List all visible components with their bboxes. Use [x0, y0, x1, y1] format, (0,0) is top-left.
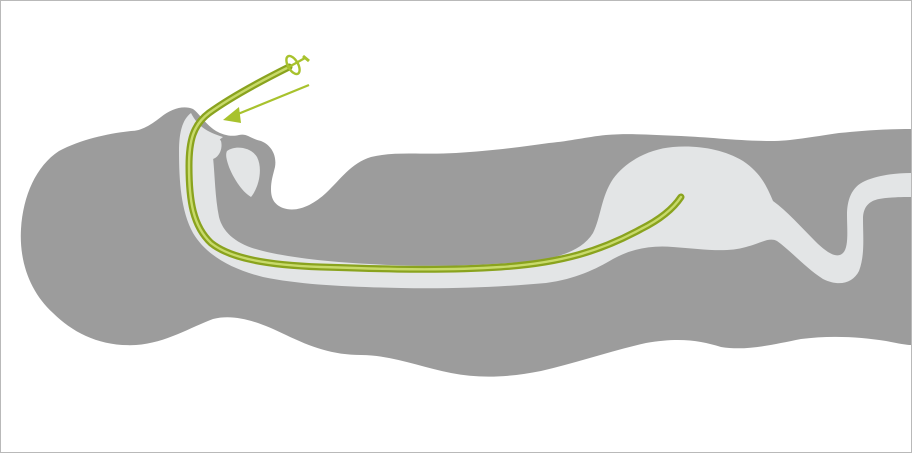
body-silhouette — [21, 107, 911, 376]
insertion-arrow — [223, 85, 309, 123]
tube-connector — [284, 54, 309, 76]
